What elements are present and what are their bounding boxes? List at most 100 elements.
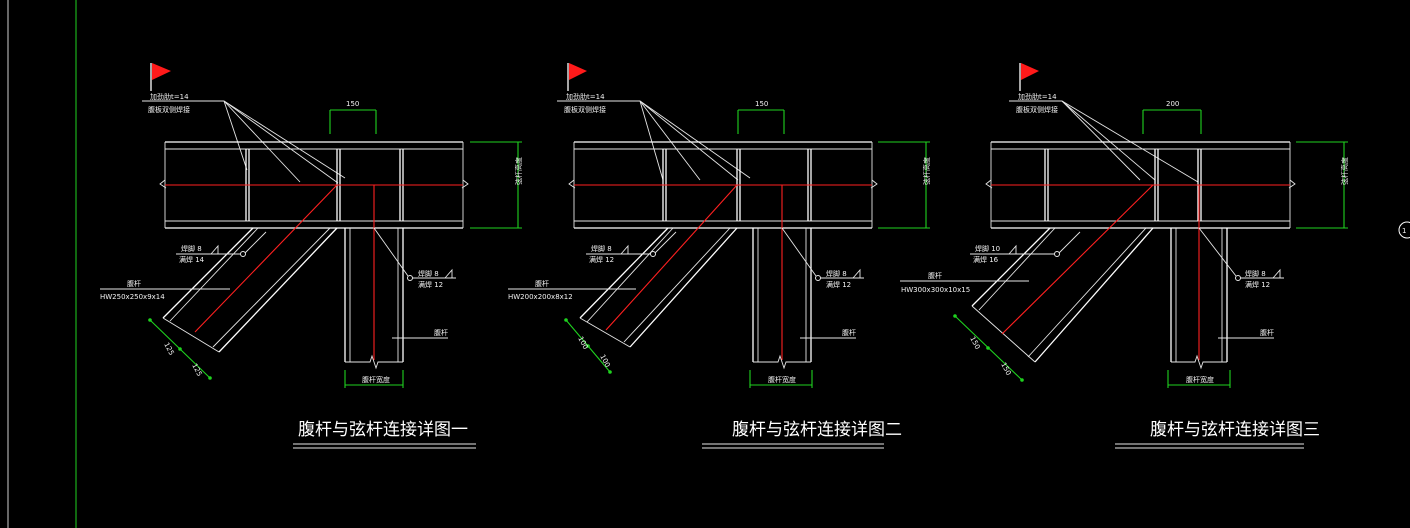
diagonal-member-end [971, 305, 1036, 363]
break-mark [461, 179, 469, 189]
weld-callout-b-size: 焊脚 8 [826, 269, 847, 278]
diagonal-member-edge[interactable] [579, 227, 669, 319]
dim-tick [178, 347, 182, 351]
weld-callout-a-size: 焊脚 8 [591, 244, 612, 253]
diagonal-member-section: HW200x200x8x12 [508, 293, 573, 301]
break-mark [870, 179, 878, 189]
detail-title: 腹杆与弦杆连接详图一 [298, 420, 468, 440]
weld-callout-leader [373, 227, 409, 277]
diagonal-member-section: HW300x300x10x15 [901, 286, 970, 294]
diagonal-member-edge [586, 227, 674, 323]
detail-1[interactable]: 加劲肋t=14 腹板双侧焊接 150 弦杆高度 [100, 63, 523, 449]
leader-line [223, 100, 248, 171]
weld-callout-leader [1058, 231, 1081, 254]
vertical-member-label: 腹杆 [434, 328, 448, 337]
vertical-member-label: 腹杆 [1260, 328, 1274, 337]
weld-all-round-icon [240, 251, 246, 257]
vertical-width-label: 腹杆宽度 [362, 375, 390, 384]
diagonal-member-edge[interactable] [162, 227, 254, 319]
top-dimension: 150 [755, 100, 768, 108]
diagonal-member-edge [169, 227, 259, 322]
detail-title: 腹杆与弦杆连接详图三 [1150, 420, 1320, 440]
break-mark [345, 354, 403, 370]
break-mark [753, 354, 811, 370]
weld-symbol [1272, 268, 1281, 279]
diagonal-member-edge [623, 227, 731, 343]
dim-tick [208, 376, 212, 380]
diagonal-dim-2: 150 [999, 361, 1012, 377]
weld-callout-a-type: 满焊 12 [589, 255, 614, 264]
weld-symbol [1008, 244, 1017, 255]
weld-callout-b-type: 满焊 12 [826, 280, 851, 289]
dim-tick [564, 318, 568, 322]
weld-callout-a-size: 焊脚 8 [181, 244, 202, 253]
weld-callout-leader [781, 227, 817, 277]
diagonal-member-edge[interactable] [218, 227, 338, 353]
diagonal-member-edge [1027, 227, 1147, 358]
detail-2[interactable]: 加劲肋t=14 腹板双侧焊接 150 弦杆高度 [508, 63, 931, 449]
weld-all-round-icon [1054, 251, 1060, 257]
weld-all-round-icon [815, 275, 821, 281]
weld-callout-leader [654, 231, 677, 254]
detail-3[interactable]: 加劲肋t=14 腹板双侧焊接 200 弦杆高度 [900, 63, 1349, 449]
break-mark [159, 179, 167, 189]
weld-note-1: 加劲肋t=14 [1018, 92, 1057, 101]
diagonal-member-end [579, 317, 631, 348]
weld-all-round-icon [407, 275, 413, 281]
top-dimension: 200 [1166, 100, 1179, 108]
leader-line [639, 100, 751, 179]
dim-tick [586, 344, 590, 348]
weld-note-2: 腹板双侧焊接 [1016, 105, 1058, 114]
weld-note-1: 加劲肋t=14 [150, 92, 189, 101]
leader-line [639, 100, 701, 181]
leader-line [223, 100, 346, 179]
dim-tick [148, 318, 152, 322]
diagonal-member-end [162, 317, 220, 353]
leader-line [1061, 100, 1141, 181]
leader-line [639, 100, 664, 181]
dim-tick [986, 346, 990, 350]
vertical-width-label: 腹杆宽度 [768, 375, 796, 384]
weld-all-round-icon [1235, 275, 1241, 281]
diagonal-member-edge[interactable] [629, 227, 738, 348]
leader-line [639, 100, 739, 181]
diagonal-member-label: 腹杆 [928, 271, 942, 280]
weld-note-2: 腹板双侧焊接 [148, 105, 190, 114]
diagonal-member-edge [212, 227, 331, 348]
dim-tick [1020, 378, 1024, 382]
weld-symbol [852, 268, 861, 279]
dim-tick [608, 370, 612, 374]
diagonal-member-label: 腹杆 [127, 279, 141, 288]
top-dimension: 150 [346, 100, 359, 108]
diagonal-center-line [194, 184, 338, 333]
diagonal-member-edge[interactable] [1034, 227, 1154, 363]
diagonal-dim-1: 150 [968, 335, 981, 351]
break-mark [1288, 179, 1296, 189]
weld-symbol [444, 268, 453, 279]
vertical-width-label: 腹杆宽度 [1186, 375, 1214, 384]
flag-icon[interactable] [152, 63, 171, 80]
weld-callout-b-type: 满焊 12 [1245, 280, 1270, 289]
dim-tick [953, 314, 957, 318]
section-marker-icon[interactable] [1398, 221, 1410, 239]
diagonal-member-edge[interactable] [971, 227, 1051, 307]
diagonal-dim-2: 125 [190, 362, 203, 378]
weld-callout-b-size: 焊脚 8 [1245, 269, 1266, 278]
weld-callout-leader [1198, 227, 1237, 277]
chord-depth-label: 弦杆高度 [514, 157, 523, 185]
weld-symbol [210, 244, 219, 255]
detail-title: 腹杆与弦杆连接详图二 [732, 420, 902, 440]
weld-note-2: 腹板双侧焊接 [564, 105, 606, 114]
weld-callout-a-size: 焊脚 10 [975, 244, 1000, 253]
diagonal-center-line [1001, 184, 1154, 335]
weld-callout-a-type: 满焊 16 [973, 255, 999, 264]
leader-line [1061, 100, 1156, 181]
flag-icon[interactable] [1021, 63, 1039, 80]
break-mark [568, 179, 576, 189]
weld-all-round-icon [650, 251, 656, 257]
diagonal-center-line [605, 184, 738, 331]
weld-note-1: 加劲肋t=14 [566, 92, 605, 101]
weld-callout-b-type: 满焊 12 [418, 280, 443, 289]
flag-icon[interactable] [569, 63, 587, 80]
